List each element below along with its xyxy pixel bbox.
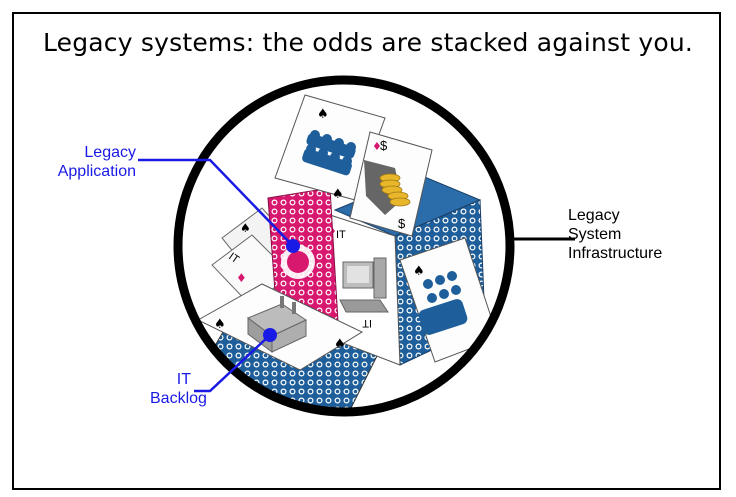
it-backlog-label-line1: IT [176, 371, 191, 388]
coins-icon [379, 173, 411, 207]
computer-icon [339, 257, 389, 313]
spade-icon: ♠ [334, 337, 346, 352]
card-it-mark-cube: IT [336, 229, 346, 241]
legacy-application-callout-line [138, 158, 294, 247]
infrastructure-label-line2: System [568, 226, 622, 243]
plug-icon [246, 296, 308, 353]
card-stack: IT ♠ ♦ IT ♦ IT ♠ ♠ [178, 80, 510, 412]
people-icon [302, 130, 356, 176]
it-backlog-callout-line [194, 334, 271, 393]
it-backlog-callout-dot [263, 328, 277, 342]
red-card-emblem-inner [287, 251, 309, 273]
diamond-icon: ♦ [236, 271, 247, 285]
legacy-application-label: Legacy Application [32, 143, 136, 181]
people-icon [418, 271, 468, 335]
spade-icon: ♠ [413, 264, 425, 279]
legacy-system-infrastructure-label: Legacy System Infrastructure [568, 206, 708, 263]
slide-title: Legacy systems: the odds are stacked aga… [42, 28, 694, 57]
spade-icon: ♠ [240, 221, 251, 235]
dollar-mark-bottom: $ [398, 216, 406, 231]
infrastructure-label-line3: Infrastructure [568, 245, 663, 262]
it-backlog-label-line2: Backlog [150, 390, 207, 407]
spade-icon: ♠ [332, 187, 344, 202]
infrastructure-label-line1: Legacy [568, 207, 620, 224]
dollar-mark-top: $ [380, 138, 388, 153]
diamond-icon: ♦ [372, 140, 382, 153]
legacy-application-label-line1: Legacy [84, 144, 136, 161]
card-it-mark-cube-bottom: IT [362, 317, 372, 329]
spade-icon: ♠ [214, 317, 226, 332]
legacy-application-label-line2: Application [57, 163, 136, 180]
magnifier-ring [173, 75, 515, 417]
legacy-application-callout-dot [286, 239, 300, 253]
spade-icon: ♠ [317, 107, 329, 122]
it-backlog-label: IT Backlog [150, 370, 207, 408]
